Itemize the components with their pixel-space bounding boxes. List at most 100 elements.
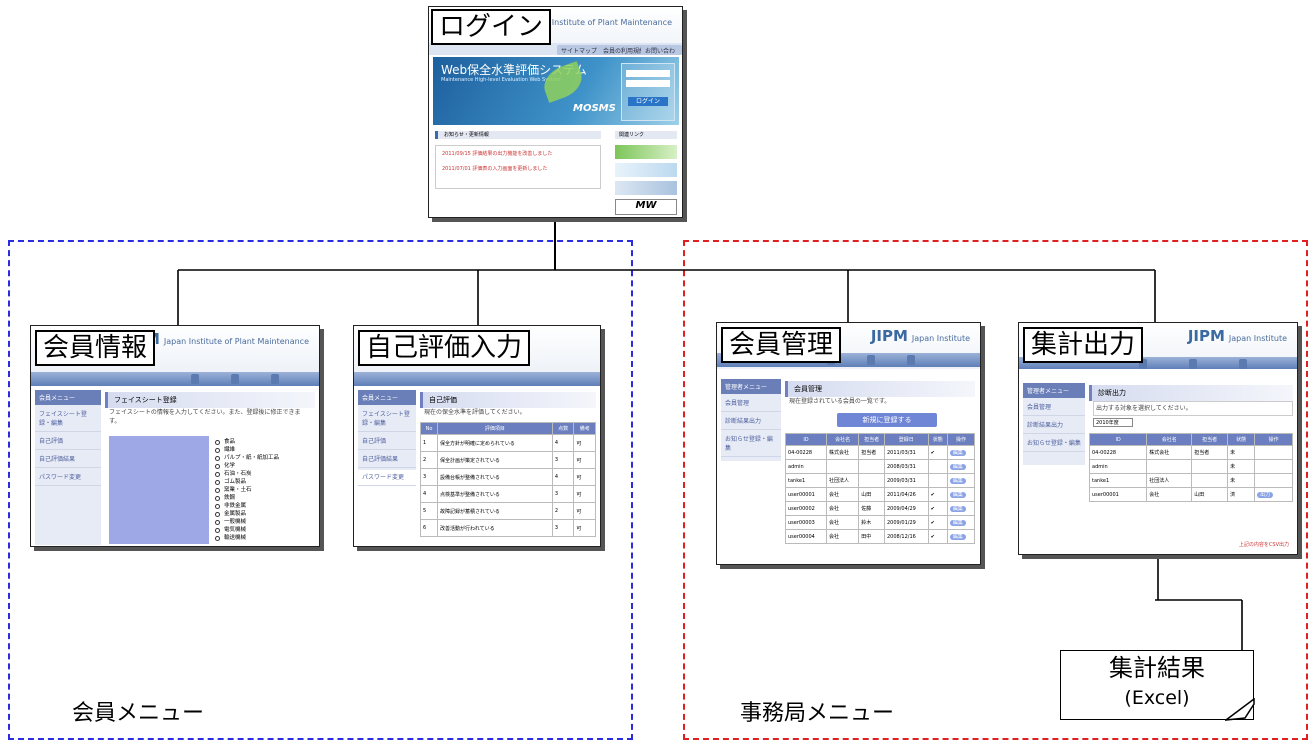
- nav-button[interactable]: [231, 374, 239, 384]
- related-link-1[interactable]: [615, 145, 677, 159]
- radio-icon[interactable]: [215, 495, 220, 501]
- download-link[interactable]: 上記の内容をCSV出力: [1238, 542, 1289, 548]
- login-id-field[interactable]: [626, 70, 670, 77]
- industry-option[interactable]: 輸送機械: [215, 534, 315, 542]
- radio-icon[interactable]: [215, 471, 220, 477]
- industry-option[interactable]: 金属製品: [215, 510, 315, 518]
- edit-button[interactable]: 編集: [949, 506, 966, 512]
- sidebar-item-password[interactable]: パスワード変更: [35, 468, 101, 486]
- nav-button[interactable]: [191, 374, 199, 384]
- sidebar-item-results[interactable]: 自己評価結果: [358, 450, 416, 468]
- table-cell: 社団法人: [1146, 473, 1193, 488]
- edit-button[interactable]: 編集: [949, 520, 966, 526]
- nav-button[interactable]: [907, 355, 915, 365]
- radio-icon[interactable]: [215, 503, 220, 509]
- member-info-callout: 会員情報: [35, 330, 156, 366]
- table-cell: 可: [573, 434, 596, 452]
- mw-link[interactable]: MW: [615, 199, 677, 215]
- industry-option[interactable]: 繊維: [215, 446, 315, 454]
- table-cell: 会社: [825, 529, 860, 544]
- sidebar-title: 管理者メニュー: [721, 379, 781, 394]
- radio-icon[interactable]: [215, 447, 220, 453]
- radio-icon[interactable]: [215, 535, 220, 541]
- nav-button[interactable]: [1189, 359, 1197, 369]
- nav-sitemap[interactable]: サイトマップ: [557, 45, 602, 55]
- industry-option[interactable]: パルプ・紙・紙加工品: [215, 454, 315, 462]
- nav-terms[interactable]: 会員の利用規約: [599, 45, 650, 55]
- edit-button[interactable]: 出力: [1257, 492, 1274, 498]
- page-title: 会員管理: [785, 381, 975, 397]
- related-link-3[interactable]: [615, 181, 677, 195]
- office-menu-label: 事務局メニュー: [740, 701, 895, 726]
- login-button[interactable]: ログイン: [628, 97, 668, 106]
- edit-button[interactable]: 編集: [949, 478, 966, 484]
- edit-button[interactable]: 編集: [949, 450, 966, 456]
- radio-icon[interactable]: [215, 463, 220, 469]
- industry-option[interactable]: 窯業・土石: [215, 486, 315, 494]
- sidebar-item-facesheet[interactable]: フェイスシート登録・編集: [358, 405, 416, 432]
- radio-icon[interactable]: [215, 455, 220, 461]
- column-header: 担当者: [1191, 433, 1229, 446]
- option-label: 金属製品: [224, 511, 247, 517]
- radio-icon[interactable]: [215, 439, 220, 445]
- industry-option[interactable]: 一般機械: [215, 518, 315, 526]
- member-menu-label: 会員メニュー: [72, 701, 205, 726]
- edit-button[interactable]: 編集: [949, 464, 966, 470]
- option-label: 輸送機械: [224, 535, 247, 541]
- sidebar-item-member-manage[interactable]: 会員管理: [721, 394, 781, 412]
- sidebar-item-self-eval[interactable]: 自己評価: [358, 432, 416, 450]
- industry-option[interactable]: ゴム製品: [215, 478, 315, 486]
- sidebar-item-result-output[interactable]: 診断結果出力: [1023, 416, 1085, 434]
- news-item[interactable]: 2011/09/15 評価結果の出力機能を改善しました: [442, 151, 553, 157]
- nav-button[interactable]: [867, 355, 875, 365]
- radio-icon[interactable]: [215, 511, 220, 517]
- radio-icon[interactable]: [215, 527, 220, 533]
- news-item[interactable]: 2011/07/01 評価表の入力画面を更新しました: [442, 166, 548, 172]
- related-link-2[interactable]: [615, 163, 677, 177]
- year-select[interactable]: 2010年度: [1093, 418, 1133, 427]
- login-password-field[interactable]: [626, 80, 670, 87]
- industry-option[interactable]: 非鉄金属: [215, 502, 315, 510]
- sidebar-item-self-eval[interactable]: 自己評価: [35, 432, 101, 450]
- table-cell: 3: [551, 451, 575, 469]
- sidebar-item-member-manage[interactable]: 会員管理: [1023, 398, 1085, 416]
- sidebar-item-password[interactable]: パスワード変更: [358, 468, 416, 486]
- nav-button[interactable]: [1139, 359, 1147, 369]
- sidebar-item-facesheet[interactable]: フェイスシート登録・編集: [35, 405, 101, 432]
- edit-button[interactable]: 編集: [949, 534, 966, 540]
- industry-option[interactable]: 石油・石炭: [215, 470, 315, 478]
- nav-contact[interactable]: お問い合わせ: [641, 45, 682, 64]
- industry-option[interactable]: 鉄鋼: [215, 494, 315, 502]
- sidebar-item-notice-edit[interactable]: お知らせ登録・編集: [721, 430, 781, 457]
- industry-option[interactable]: 電気機械: [215, 526, 315, 534]
- nav-button[interactable]: [271, 374, 279, 384]
- radio-icon[interactable]: [215, 479, 220, 485]
- sidebar-item-result-output[interactable]: 診断結果出力: [721, 412, 781, 430]
- radio-icon[interactable]: [215, 519, 220, 525]
- radio-icon[interactable]: [215, 487, 220, 493]
- sidebar-item-notice-edit[interactable]: お知らせ登録・編集: [1023, 434, 1085, 452]
- nav-button[interactable]: [1239, 359, 1247, 369]
- industry-option[interactable]: 食品: [215, 438, 315, 446]
- register-button[interactable]: 新規に登録する: [837, 413, 937, 427]
- industry-option[interactable]: 化学: [215, 462, 315, 470]
- sidebar-item-results[interactable]: 自己評価結果: [35, 450, 101, 468]
- edit-button[interactable]: 編集: [949, 492, 966, 498]
